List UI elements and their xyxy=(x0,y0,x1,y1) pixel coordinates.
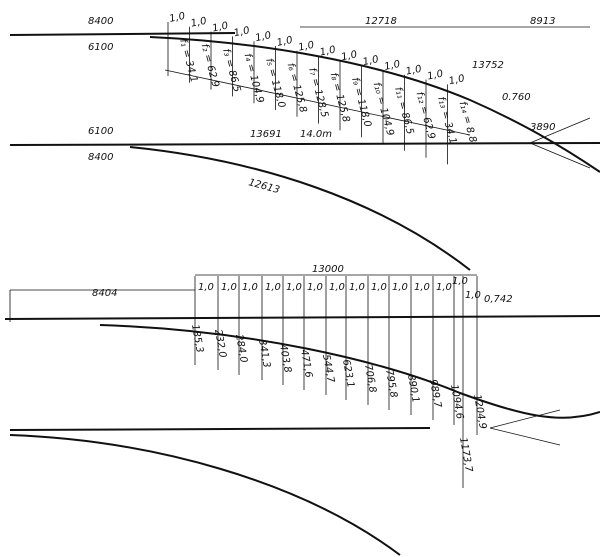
dim-6100: 6100 xyxy=(88,42,113,53)
spacing-label: 1,0 xyxy=(349,282,365,293)
dim-13000: 13000 xyxy=(312,264,344,275)
dim-12613: 12613 xyxy=(247,177,281,196)
dim-14m: 14.0m xyxy=(300,129,332,140)
spacing-label: 1,0 xyxy=(392,282,408,293)
dim-12718: 12718 xyxy=(365,16,397,27)
offset-label: f₁₂ = 62,9 xyxy=(414,91,437,141)
spacing-label: 1,0 xyxy=(340,49,358,63)
dim-8400-lower: 8400 xyxy=(88,152,113,163)
spacing-label: 1,0 xyxy=(198,282,214,293)
spacing-label: 1,0 xyxy=(168,11,186,25)
offset-label: f₁₄ = 8,8 xyxy=(457,100,479,144)
ordinate-label: 890,1 xyxy=(405,374,421,404)
ordinate-label: 284,0 xyxy=(233,334,249,364)
diverging-curve xyxy=(99,324,600,419)
ordinate-label: 1204,9 xyxy=(471,394,488,430)
ordinate-label: 1094,6 xyxy=(448,384,465,420)
spacing-label: 1,0 xyxy=(254,30,272,44)
spacing-label: 1,0 xyxy=(383,59,401,73)
spacing-label: 1,0 xyxy=(426,68,444,82)
lower-curve-track xyxy=(129,146,471,271)
offset-label: f₅ = 118,0 xyxy=(263,57,287,109)
offset-label: f₃ = 86,5 xyxy=(220,48,242,94)
offset-label: f₁ = 34,1 xyxy=(177,38,199,84)
crossing-line xyxy=(529,142,591,169)
offset-label: f₁₃ = 34,1 xyxy=(435,96,458,146)
ordinate-label: 232,0 xyxy=(212,329,228,359)
spacing-label: 1,0 xyxy=(452,276,468,287)
dim-0742: 0,742 xyxy=(484,294,513,305)
spacing-label: 1,0 xyxy=(362,54,380,68)
offset-label: f₁₁ = 86,5 xyxy=(392,86,415,136)
dim-6100-lower: 6100 xyxy=(88,126,113,137)
spacing-label: 1,0 xyxy=(297,40,315,54)
offset-label: f₈ = 125,8 xyxy=(328,72,352,124)
dim-line-14m xyxy=(164,69,471,136)
bottom-figure: 8404 13000 0,742 1,0 185,3 1,0 232,0 1,0 284,… xyxy=(4,264,600,556)
offset-label: f₇ = 128,5 xyxy=(306,67,330,119)
offset-label: f₉ = 118,0 xyxy=(349,76,373,128)
lower-curve-track-2 xyxy=(9,434,401,556)
ordinate-label: 185,3 xyxy=(189,324,205,354)
spacing-label: 1,0 xyxy=(242,282,258,293)
spacing-label: 1,0 xyxy=(448,73,466,87)
spacing-label: 1,0 xyxy=(319,44,337,58)
crossing-line xyxy=(529,117,591,144)
lower-straight-track xyxy=(9,142,600,146)
spacing-label: 1,0 xyxy=(465,290,481,301)
ordinate-label: 403,8 xyxy=(277,344,293,374)
dim-13691: 13691 xyxy=(250,129,282,140)
dim-8400: 8400 xyxy=(88,16,113,27)
main-track-left xyxy=(9,32,236,36)
spacing-label: 1,0 xyxy=(211,20,229,34)
spacing-label: 1,0 xyxy=(436,282,452,293)
spacing-label: 1,0 xyxy=(329,282,345,293)
spacing-label: 1,0 xyxy=(265,282,281,293)
offset-label: f₄ = 104,9 xyxy=(242,52,266,104)
ordinate-label: 706,8 xyxy=(362,364,378,394)
top-figure: 8400 6100 12718 8913 13752 0.760 14.0m 6… xyxy=(9,11,600,271)
ordinate-label: 989,7 xyxy=(427,379,443,410)
dim-8404: 8404 xyxy=(92,288,117,299)
crossing-line xyxy=(489,427,561,446)
offset-label: f₆ = 125,8 xyxy=(285,62,309,114)
ordinate-label: 341,3 xyxy=(256,339,272,369)
spacing-label: 1,0 xyxy=(371,282,387,293)
spacing-label: 1,0 xyxy=(307,282,323,293)
spacing-label: 1,0 xyxy=(414,282,430,293)
spacing-label: 1,0 xyxy=(276,35,294,49)
ordinate-label: 795,8 xyxy=(383,369,399,399)
main-track xyxy=(4,315,600,320)
spacing-label: 1,0 xyxy=(405,64,423,78)
offset-label: f₂ = 62,9 xyxy=(199,43,221,89)
ordinate-label: 544,7 xyxy=(320,354,336,385)
dim-13752: 13752 xyxy=(472,60,504,71)
crossing-line xyxy=(489,409,561,429)
spacing-label: 1,0 xyxy=(221,282,237,293)
dim-3890: 3890 xyxy=(530,122,555,133)
dim-8913: 8913 xyxy=(530,16,555,27)
ordinate-label: 623,1 xyxy=(340,359,356,389)
dim-0760: 0.760 xyxy=(502,92,531,103)
lower-straight-track-2 xyxy=(9,427,431,431)
spacing-label: 1,0 xyxy=(233,25,251,39)
ordinate-label: 471,6 xyxy=(298,349,314,379)
spacing-label: 1,0 xyxy=(286,282,302,293)
spacing-label: 1,0 xyxy=(190,16,208,30)
ordinate-label: 1173,7 xyxy=(457,437,474,474)
